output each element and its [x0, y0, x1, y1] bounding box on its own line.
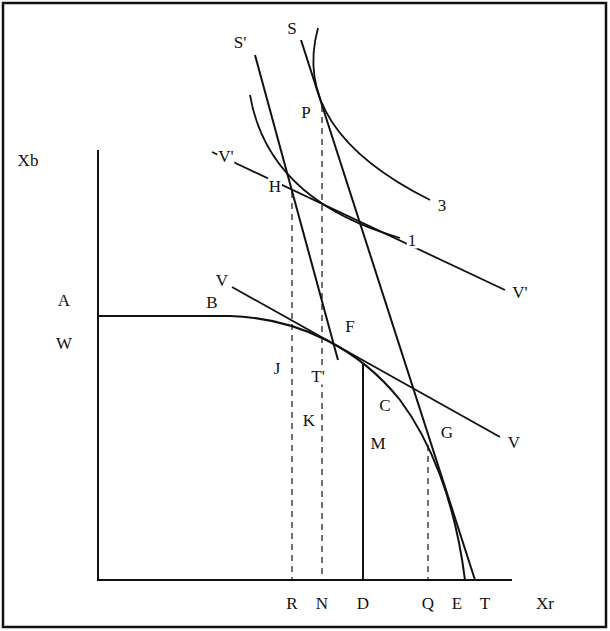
point-label: V' — [217, 148, 234, 165]
point-label: G — [440, 424, 454, 441]
point-label: T — [479, 595, 491, 612]
y-axis — [97, 150, 99, 581]
point-label: D — [356, 595, 370, 612]
point-label: P — [300, 104, 311, 121]
dashed-guide — [427, 445, 428, 580]
point-label: T' — [310, 368, 325, 385]
point-label: F — [344, 318, 355, 335]
point-label: J — [273, 360, 282, 377]
point-label: H — [268, 178, 282, 195]
point-label: Q — [421, 595, 435, 612]
point-label: Xb — [17, 152, 40, 169]
price-line-v-prime — [212, 152, 505, 290]
vertical-line — [362, 364, 364, 580]
point-label: B — [205, 294, 218, 311]
point-label: S' — [233, 34, 248, 51]
production-frontier — [98, 316, 465, 580]
price-line-st — [301, 40, 475, 580]
point-label: C — [378, 397, 391, 414]
point-label: N — [315, 595, 329, 612]
point-label: V — [215, 272, 229, 289]
point-label: V — [507, 434, 521, 451]
point-label: V' — [511, 284, 528, 301]
point-label: S — [286, 20, 297, 37]
point-label: M — [369, 435, 386, 452]
point-label: 1 — [407, 232, 418, 249]
price-line-v — [232, 287, 500, 437]
point-label: A — [57, 292, 71, 309]
point-label: W — [55, 335, 73, 352]
indifference-curve — [250, 95, 400, 238]
price-line-s-prime — [255, 55, 338, 360]
indifference-curve — [313, 28, 430, 200]
x-axis — [97, 579, 512, 581]
frame — [3, 3, 606, 627]
dashed-guide — [291, 192, 292, 580]
point-label: E — [451, 595, 463, 612]
point-label: R — [285, 595, 298, 612]
point-label: Xr — [535, 595, 555, 612]
point-label: 3 — [437, 197, 448, 214]
point-label: K — [302, 412, 316, 429]
dashed-guide — [321, 106, 322, 580]
